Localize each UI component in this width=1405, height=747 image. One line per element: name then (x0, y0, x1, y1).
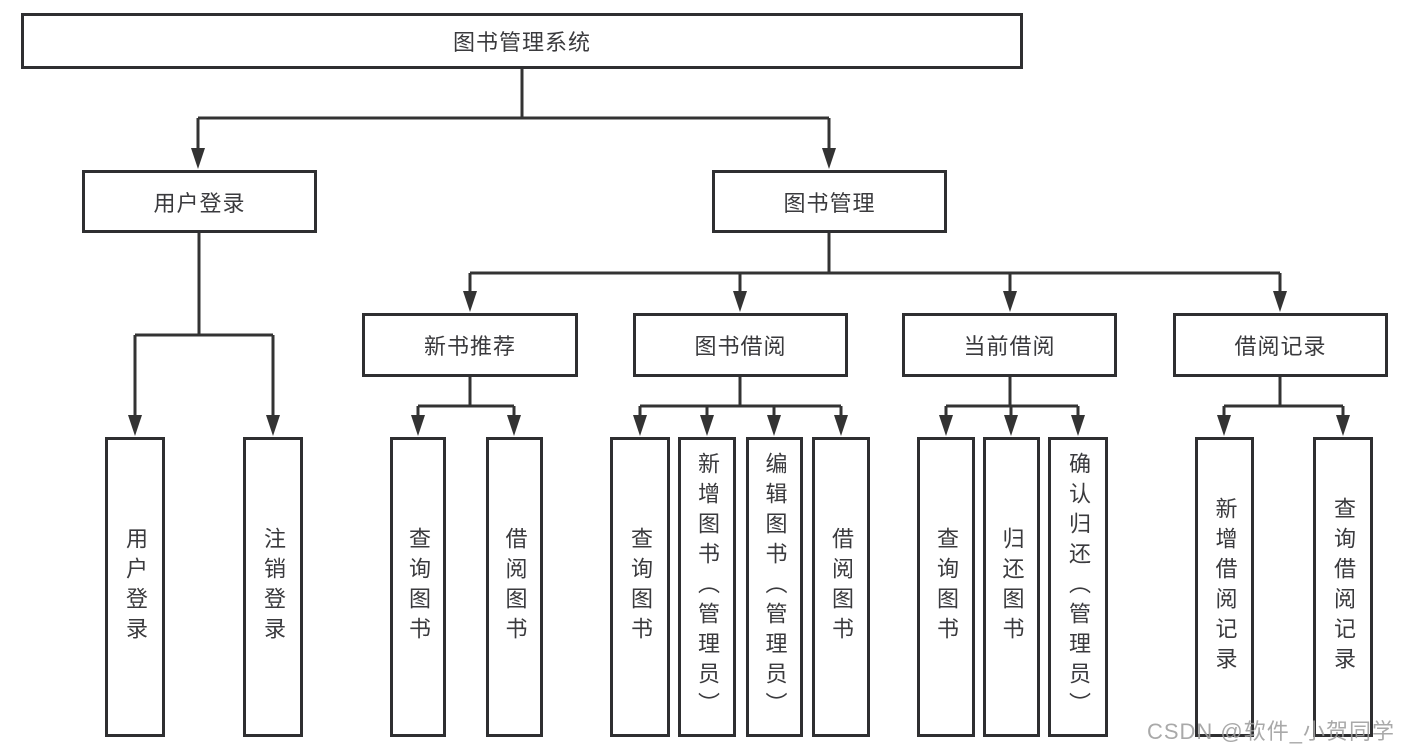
leaf-query-books-borrow-label: 查询图书 (628, 527, 653, 647)
leaf-user-login: 用户登录 (105, 437, 165, 737)
node-current-borrow-label: 当前借阅 (963, 334, 1056, 359)
leaf-edit-book-admin: 编辑图书（管理员） (746, 437, 803, 737)
leaf-borrow-books-recommend-label: 借阅图书 (502, 527, 528, 647)
leaf-query-books-borrow: 查询图书 (610, 437, 670, 737)
node-borrow-records: 借阅记录 (1173, 313, 1388, 377)
leaf-add-borrow-record: 新增借阅记录 (1195, 437, 1254, 737)
leaf-return-book: 归还图书 (983, 437, 1040, 737)
node-book-management-label: 图书管理 (783, 190, 876, 216)
node-current-borrow: 当前借阅 (902, 313, 1117, 377)
leaf-borrow-books-label: 借阅图书 (829, 527, 854, 647)
leaf-add-book-admin-label: 新增图书（管理员） (695, 452, 720, 722)
leaf-logout: 注销登录 (243, 437, 303, 737)
node-borrow-records-label: 借阅记录 (1234, 334, 1327, 359)
arrowheads (128, 148, 1350, 436)
node-book-borrow: 图书借阅 (633, 313, 848, 377)
leaf-query-books-recommend-label: 查询图书 (406, 527, 431, 647)
leaf-user-login-label: 用户登录 (123, 527, 148, 647)
leaf-add-borrow-record-label: 新增借阅记录 (1212, 497, 1238, 677)
leaf-borrow-books: 借阅图书 (812, 437, 870, 737)
leaf-return-book-label: 归还图书 (999, 527, 1025, 647)
csdn-watermark: CSDN @软件_小贺同学 (1146, 719, 1395, 744)
leaf-logout-label: 注销登录 (261, 527, 286, 647)
node-user-login-label: 用户登录 (153, 190, 246, 216)
leaf-borrow-books-recommend: 借阅图书 (486, 437, 543, 737)
leaf-query-borrow-record: 查询借阅记录 (1313, 437, 1373, 737)
leaf-confirm-return-admin: 确认归还（管理员） (1048, 437, 1108, 737)
node-new-book-recommend-label: 新书推荐 (423, 334, 516, 359)
leaf-query-borrow-record-label: 查询借阅记录 (1331, 497, 1356, 677)
leaf-query-books-recommend: 查询图书 (390, 437, 446, 737)
node-book-management: 图书管理 (712, 170, 947, 233)
node-root-label: 图书管理系统 (452, 30, 591, 55)
node-user-login: 用户登录 (82, 170, 317, 233)
node-book-borrow-label: 图书借阅 (694, 334, 787, 359)
leaf-query-books-current-label: 查询图书 (934, 527, 959, 647)
node-new-book-recommend: 新书推荐 (362, 313, 578, 377)
leaf-confirm-return-admin-label: 确认归还（管理员） (1066, 452, 1091, 722)
node-root: 图书管理系统 (21, 13, 1023, 69)
leaf-query-books-current: 查询图书 (917, 437, 975, 737)
leaf-add-book-admin: 新增图书（管理员） (678, 437, 736, 737)
leaf-edit-book-admin-label: 编辑图书（管理员） (762, 452, 788, 722)
